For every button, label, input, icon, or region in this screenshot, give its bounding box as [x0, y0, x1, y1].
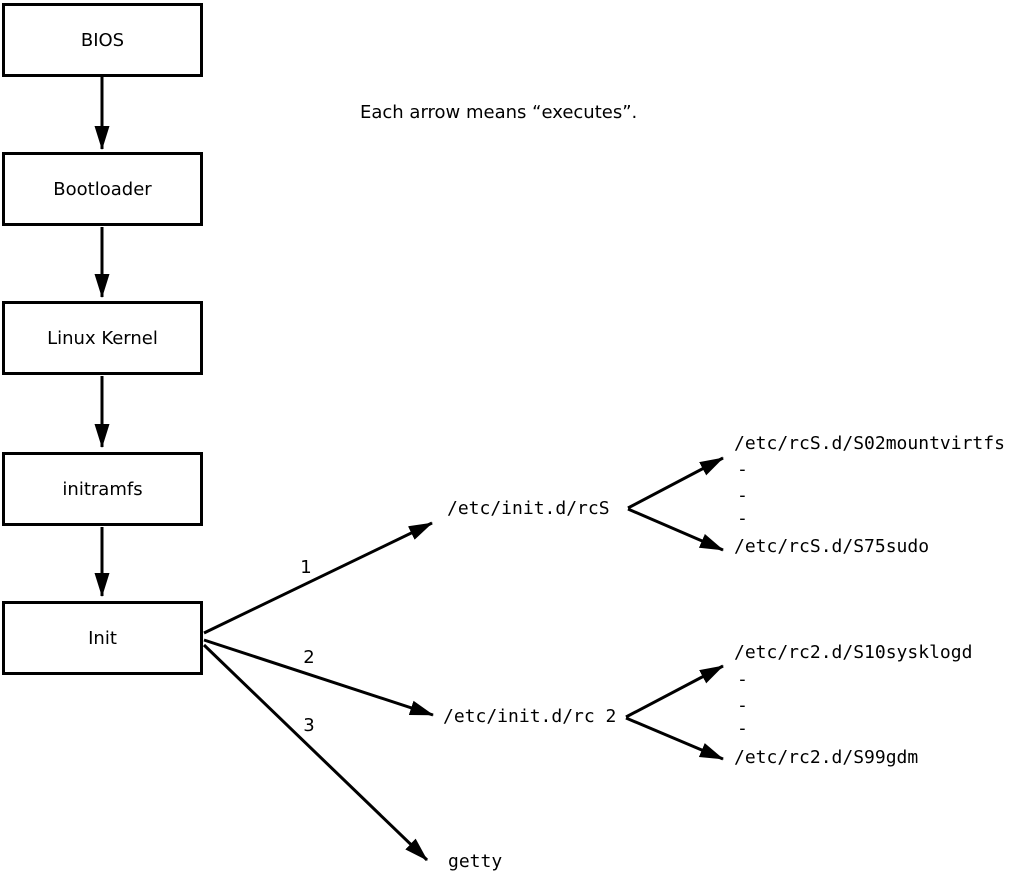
rcS-ellipsis-dash: -	[737, 485, 748, 506]
node-initramfs-label: initramfs	[62, 478, 143, 500]
rcS-ellipsis-dash: -	[737, 508, 748, 529]
node-initramfs: initramfs	[2, 452, 203, 526]
rcS-ellipsis-dash: -	[737, 459, 748, 480]
legend-note: Each arrow means “executes”.	[360, 102, 638, 123]
arrow-rc2-to-first-script	[625, 664, 724, 719]
rc2-ellipsis-dash: -	[737, 695, 748, 716]
node-getty: getty	[448, 851, 503, 872]
node-rcS-first-script: /etc/rcS.d/S02mountvirtfs	[734, 433, 1005, 454]
arrow-rcS-to-first-script	[627, 456, 724, 510]
arrow-rcS-to-last-script	[627, 507, 724, 552]
node-rc2-last-script: /etc/rc2.d/S99gdm	[734, 747, 919, 768]
arrow-init-to-rc2	[203, 638, 434, 717]
node-bios: BIOS	[2, 3, 203, 77]
node-etc-init-d-rcS: /etc/init.d/rcS	[447, 498, 610, 519]
node-linux-kernel: Linux Kernel	[2, 301, 203, 375]
edge-label-2: 2	[303, 647, 315, 668]
rc2-ellipsis-dash: -	[737, 718, 748, 739]
arrow-init-to-getty	[202, 643, 429, 862]
node-init-label: Init	[88, 627, 117, 649]
node-rc2-first-script: /etc/rc2.d/S10sysklogd	[734, 642, 973, 663]
node-bootloader: Bootloader	[2, 152, 203, 226]
node-bootloader-label: Bootloader	[53, 178, 152, 200]
edge-label-3: 3	[303, 715, 315, 736]
arrow-init-to-rcS	[203, 521, 433, 635]
node-linux-kernel-label: Linux Kernel	[47, 327, 158, 349]
node-init: Init	[2, 601, 203, 675]
node-bios-label: BIOS	[80, 29, 125, 51]
edge-label-1: 1	[300, 557, 312, 578]
arrow-rc2-to-last-script	[625, 716, 724, 761]
node-etc-init-d-rc2: /etc/init.d/rc 2	[443, 706, 617, 727]
rc2-ellipsis-dash: -	[737, 669, 748, 690]
node-rcS-last-script: /etc/rcS.d/S75sudo	[734, 536, 930, 557]
